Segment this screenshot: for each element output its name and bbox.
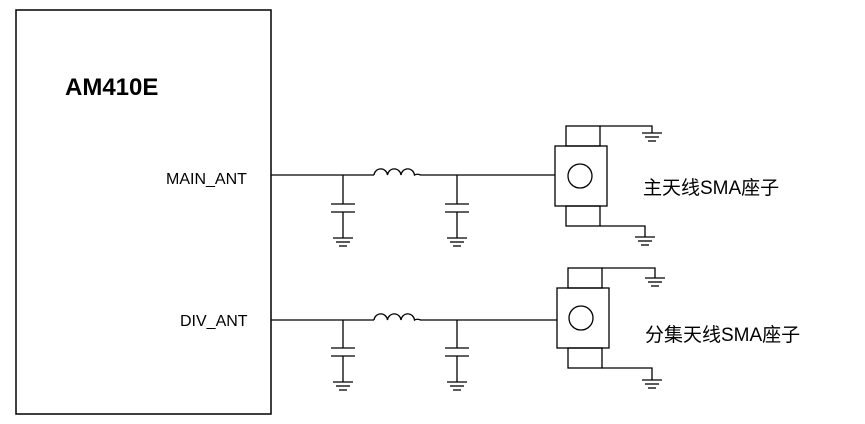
connector-label-main: 主天线SMA座子 xyxy=(643,177,779,199)
main-shunt-capacitor-2 xyxy=(445,175,469,238)
main-sma-ground-top xyxy=(642,132,662,142)
main-sma-connector xyxy=(554,125,653,237)
pin-label-main-ant: MAIN_ANT xyxy=(166,171,247,188)
main-sma-ground-bottom xyxy=(635,236,655,246)
main-sma-pin xyxy=(567,163,593,189)
div-sma-pin xyxy=(568,305,594,331)
div-ground-1 xyxy=(333,381,353,391)
div-inductor xyxy=(373,313,421,321)
main-ant-circuit: MAIN_ANT xyxy=(166,125,779,247)
module-block: AM410E xyxy=(15,9,272,415)
connector-label-div: 分集天线SMA座子 xyxy=(645,324,800,346)
div-ant-circuit: DIV_ANT xyxy=(180,267,800,391)
module-outline xyxy=(15,9,272,415)
div-sma-ground-bottom xyxy=(642,379,662,389)
main-shunt-capacitor-1 xyxy=(331,175,355,238)
div-shunt-capacitor-2 xyxy=(445,320,469,382)
module-name: AM410E xyxy=(65,74,158,101)
pin-label-div-ant: DIV_ANT xyxy=(180,313,248,330)
div-ground-2 xyxy=(447,381,467,391)
div-shunt-capacitor-1 xyxy=(331,320,355,382)
div-sma-ground-top xyxy=(645,277,665,287)
main-inductor xyxy=(373,168,421,176)
main-ground-1 xyxy=(333,237,353,247)
main-ground-2 xyxy=(447,237,467,247)
div-sma-connector xyxy=(556,267,656,380)
